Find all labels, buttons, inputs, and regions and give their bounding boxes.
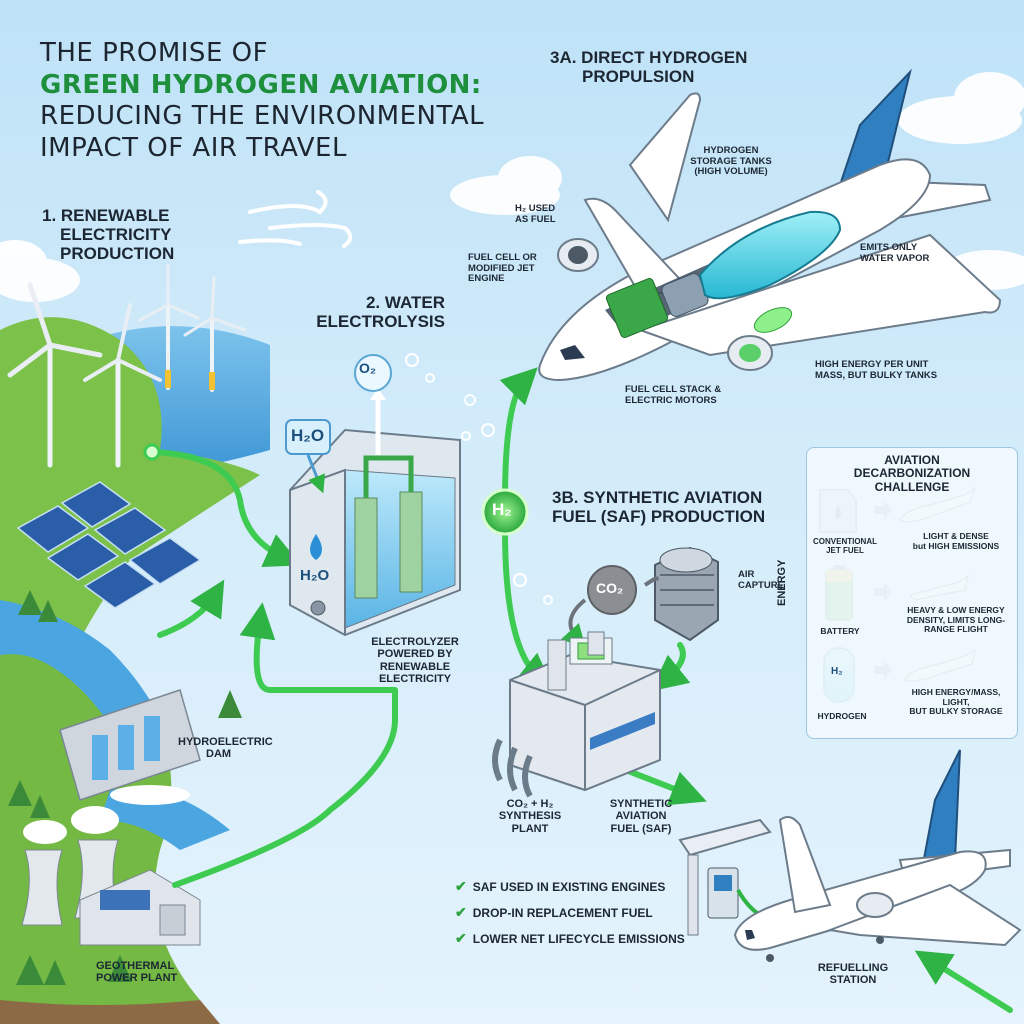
air-capture-unit	[654, 546, 719, 642]
check-icon: ✔	[455, 930, 467, 946]
co2-label: CO₂	[596, 580, 624, 596]
co2-arrows	[570, 576, 659, 640]
trees	[8, 590, 242, 985]
hydrogen-airplane	[538, 68, 1002, 382]
panel-h2-tank-label: H₂	[831, 666, 843, 677]
step-2-heading: 2. WATER ELECTROLYSIS	[316, 293, 445, 332]
fuel-cell-stack-label: FUEL CELL STACK & ELECTRIC MOTORS	[625, 384, 722, 406]
co2-bubble	[587, 565, 637, 615]
bubbles	[405, 353, 553, 605]
title-line-1: THE PROMISE OF	[40, 38, 269, 68]
o2-label: O₂	[359, 360, 377, 376]
panel-row-jet-name: CONVENTIONAL JET FUEL	[813, 537, 877, 555]
h2-node	[481, 488, 529, 536]
water-drop-icon	[310, 534, 322, 560]
h2-node-label: H₂	[492, 500, 512, 519]
air-capture-label: AIR CAPTURE	[738, 569, 784, 591]
panel-row-jet-desc: LIGHT & DENSE but HIGH EMISSIONS	[912, 531, 1000, 551]
panel-row-hydrogen-name: HYDROGEN	[817, 711, 867, 721]
electrolyzer-label: ELECTROLYZER POWERED BY RENEWABLE ELECTR…	[371, 636, 459, 685]
title-line-3: REDUCING THE ENVIRONMENTAL	[40, 101, 485, 132]
electrolyzer	[289, 428, 461, 637]
refuelling-label: REFUELLING STATION	[817, 962, 889, 987]
check-icon: ✔	[455, 878, 467, 894]
panel-title: AVIATION DECARBONIZATION CHALLENGE	[853, 453, 971, 494]
step-1-heading: 1. RENEWABLE ELECTRICITY PRODUCTION	[42, 206, 175, 264]
h2-fuel-label: H₂ USED AS FUEL	[515, 203, 556, 225]
saf-label: SYNTHETIC AVIATION FUEL (SAF)	[609, 798, 673, 835]
check-icon: ✔	[455, 904, 467, 920]
step-3b-heading: 3B. SYNTHETIC AVIATION FUEL (SAF) PRODUC…	[552, 488, 766, 527]
page-title: THE PROMISE OF GREEN HYDROGEN AVIATION: …	[40, 38, 560, 165]
h2o-tank-label: H₂O	[300, 567, 330, 584]
step-3a-heading: 3A. DIRECT HYDROGEN PROPULSION	[550, 48, 748, 87]
wind-turbines	[7, 263, 247, 468]
o2-bubble	[354, 354, 392, 392]
flow-start-dot	[143, 443, 161, 461]
cliff	[0, 1000, 220, 1024]
title-line-2: GREEN HYDROGEN AVIATION:	[40, 69, 482, 100]
benefit-item: ✔DROP-IN REPLACEMENT FUEL	[455, 904, 653, 920]
energy-flow-lines	[149, 367, 1013, 1013]
benefit-item: ✔LOWER NET LIFECYCLE EMISSIONS	[455, 930, 685, 946]
energy-mass-label: HIGH ENERGY PER UNIT MASS, BUT BULKY TAN…	[815, 359, 938, 381]
wind-icon	[238, 190, 353, 248]
hydro-dam	[59, 689, 201, 805]
hydro-dam-label: HYDROELECTRIC DAM	[178, 736, 273, 761]
challenge-panel: AVIATION DECARBONIZATION CHALLENGE	[806, 447, 1018, 739]
geothermal-plant	[21, 806, 201, 946]
h2o-badge	[285, 419, 331, 455]
saf-airplane	[733, 749, 1022, 962]
benefit-item: ✔SAF USED IN EXISTING ENGINES	[455, 878, 666, 894]
geothermal-label: GEOTHERMAL POWER PLANT	[96, 960, 178, 985]
panel-energy-axis: ENERGY	[776, 559, 788, 606]
tanks-label: HYDROGEN STORAGE TANKS (HIGH VOLUME)	[690, 145, 772, 178]
h2o-top-label: H₂O	[291, 426, 325, 445]
solar-panels	[16, 481, 202, 609]
water-vapor-label: EMITS ONLY WATER VAPOR	[860, 242, 930, 264]
panel-row-battery-desc: HEAVY & LOW ENERGY DENSITY, LIMITS LONG-…	[906, 605, 1006, 635]
panel-row-battery-name: BATTERY	[820, 626, 860, 636]
title-line-4: IMPACT OF AIR TRAVEL	[40, 133, 347, 164]
fuel-cell-engine-label: FUEL CELL OR MODIFIED JET ENGINE	[468, 252, 537, 285]
synthesis-plant	[492, 631, 661, 798]
panel-row-hydrogen-desc: HIGH ENERGY/MASS, LIGHT, BUT BULKY STORA…	[909, 687, 1003, 717]
clouds	[0, 72, 1024, 302]
synthesis-plant-label: CO₂ + H₂ SYNTHESIS PLANT	[498, 798, 562, 835]
